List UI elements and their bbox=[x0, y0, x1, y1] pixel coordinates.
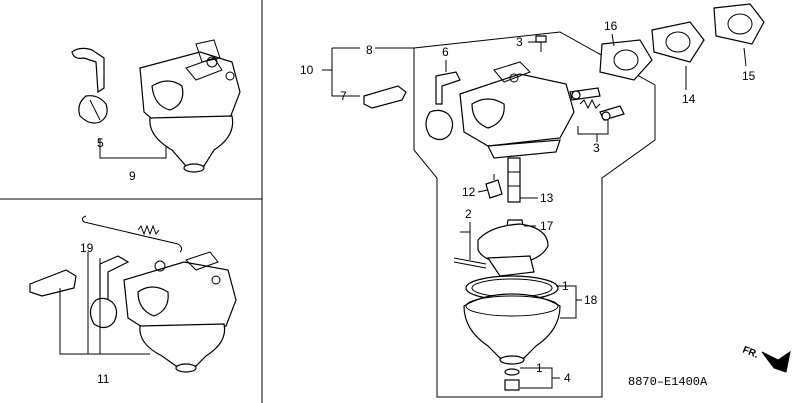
callout-3-right: 3 bbox=[593, 141, 600, 155]
callout-4: 4 bbox=[564, 371, 571, 385]
callout-6: 6 bbox=[442, 45, 449, 59]
callout-10: 10 bbox=[300, 63, 314, 77]
carburetor-assembly-top-left bbox=[71, 39, 241, 173]
gaskets-and-insulator bbox=[599, 3, 765, 81]
callout-12: 12 bbox=[462, 185, 476, 199]
carburetor-exploded-view bbox=[363, 35, 625, 391]
section-dividers bbox=[0, 0, 263, 403]
callout-17: 17 bbox=[540, 219, 554, 233]
callout-labels: 5 9 19 11 8 10 7 6 3 16 14 15 3 12 13 2 … bbox=[80, 19, 756, 386]
callout-1-drain: 1 bbox=[536, 361, 543, 375]
front-direction-arrow: FR. bbox=[741, 345, 791, 373]
callout-16: 16 bbox=[604, 19, 618, 33]
callout-7: 7 bbox=[340, 89, 347, 103]
callout-14: 14 bbox=[682, 92, 696, 106]
callout-5: 5 bbox=[97, 136, 104, 150]
callout-3-top: 3 bbox=[516, 35, 523, 49]
callout-9: 9 bbox=[129, 169, 136, 183]
callout-18: 18 bbox=[584, 293, 598, 307]
callout-11: 11 bbox=[97, 372, 110, 386]
front-label: FR. bbox=[741, 345, 760, 361]
callout-8: 8 bbox=[366, 43, 373, 57]
diagram-code: 8870–E1400A bbox=[628, 375, 708, 389]
callout-1-bowl: 1 bbox=[562, 279, 569, 293]
carburetor-assembly-bottom-left bbox=[29, 215, 237, 373]
callout-15: 15 bbox=[742, 69, 756, 83]
callout-2: 2 bbox=[465, 207, 472, 221]
callout-19: 19 bbox=[80, 241, 94, 255]
callout-13: 13 bbox=[540, 191, 554, 205]
leader-lines bbox=[322, 33, 747, 389]
